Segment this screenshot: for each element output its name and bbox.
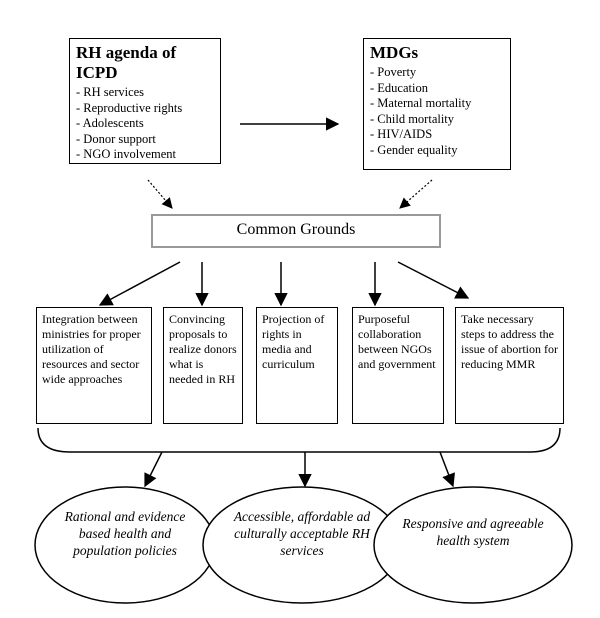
strategy-box-3: Projection of rights in media and curric… <box>256 307 338 424</box>
mdgs-item: Gender equality <box>370 143 504 159</box>
common-to-strategy-5-arrow <box>397 261 470 299</box>
icpd-list: RH services Reproductive rights Adolesce… <box>76 85 214 163</box>
icpd-to-common-arrow <box>147 179 173 209</box>
brace-to-outcome-3-arrow <box>439 451 455 488</box>
icpd-item: Reproductive rights <box>76 101 214 117</box>
strategy-box-5: Take necessary steps to address the issu… <box>455 307 564 424</box>
common-grounds-box: Common Grounds <box>151 214 441 248</box>
outcome-ellipse-3 <box>373 486 573 604</box>
mdgs-item: HIV/AIDS <box>370 127 504 143</box>
mdgs-title: MDGs <box>370 43 419 62</box>
strategy-box-4: Purposeful collaboration between NGOs an… <box>352 307 444 424</box>
strategy-box-1: Integration between ministries for prope… <box>36 307 152 424</box>
common-to-strategy-1-arrow <box>98 261 181 306</box>
outcome-text-1: Rational and evidence based health and p… <box>64 509 186 558</box>
icpd-box: RH agenda of ICPD RH services Reproducti… <box>69 38 221 164</box>
mdgs-list: Poverty Education Maternal mortality Chi… <box>370 65 504 158</box>
mdgs-item: Maternal mortality <box>370 96 504 112</box>
icpd-item: Adolescents <box>76 116 214 132</box>
mdgs-item: Education <box>370 81 504 97</box>
strategy-box-2: Convincing proposals to realize donors w… <box>163 307 243 424</box>
icpd-item: NGO involvement <box>76 147 214 163</box>
brace-to-outcome-1-arrow <box>144 451 163 488</box>
outcome-text-2: Accessible, affordable ad culturally acc… <box>233 509 371 558</box>
outcome-text-3: Responsive and agreeable health system <box>402 516 544 548</box>
icpd-item: Donor support <box>76 132 214 148</box>
icpd-title: RH agenda of ICPD <box>76 43 177 82</box>
mdgs-to-common-arrow <box>399 179 433 209</box>
icpd-item: RH services <box>76 85 214 101</box>
mdgs-item: Child mortality <box>370 112 504 128</box>
grouping-brace <box>37 427 561 453</box>
mdgs-item: Poverty <box>370 65 504 81</box>
mdgs-box: MDGs Poverty Education Maternal mortalit… <box>363 38 511 170</box>
